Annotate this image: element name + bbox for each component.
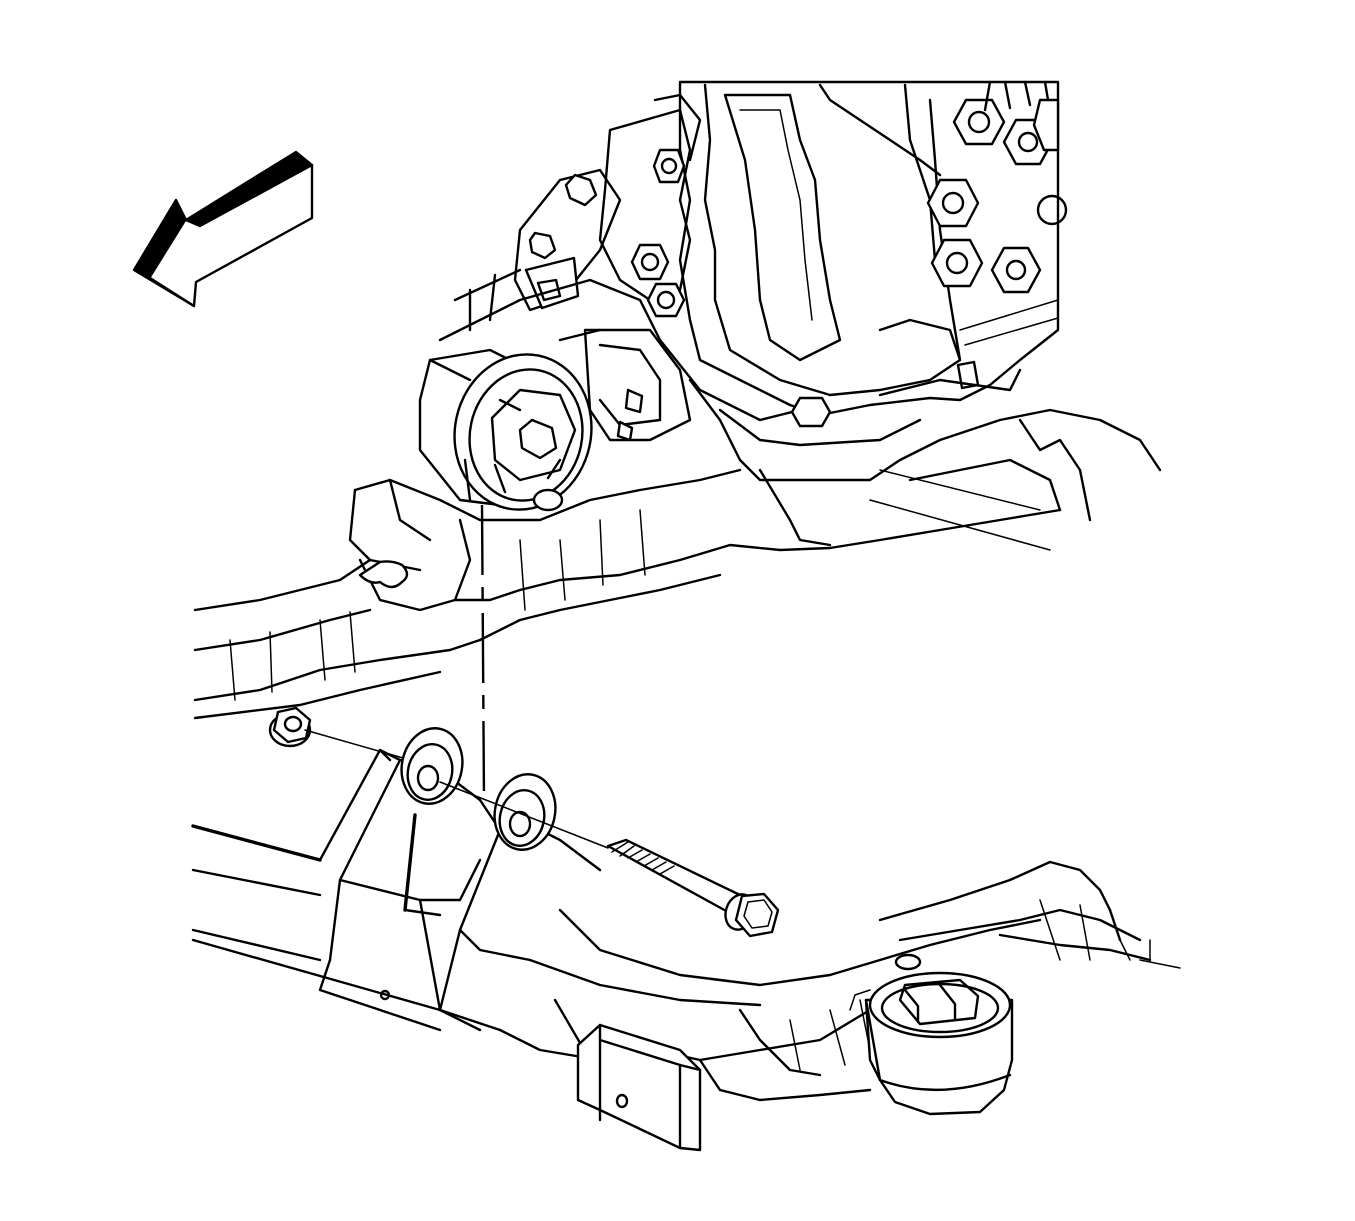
mount-bolt-washers <box>400 727 557 851</box>
nut-alignment-line <box>304 729 411 761</box>
transmission-mount <box>418 348 593 512</box>
engine-frame-upper <box>193 408 1162 720</box>
alignment-line <box>480 504 486 801</box>
transmission-case <box>678 80 1068 417</box>
mount-bolt <box>439 781 780 938</box>
engine-frame <box>191 748 1181 1102</box>
frame-bushing <box>849 971 1014 1116</box>
case-bolts <box>926 98 1068 294</box>
mount-nut <box>268 706 312 748</box>
frame-mount-block <box>576 1023 702 1152</box>
transmission-mount-bracket <box>438 93 1022 482</box>
direction-arrow-icon <box>132 150 314 308</box>
